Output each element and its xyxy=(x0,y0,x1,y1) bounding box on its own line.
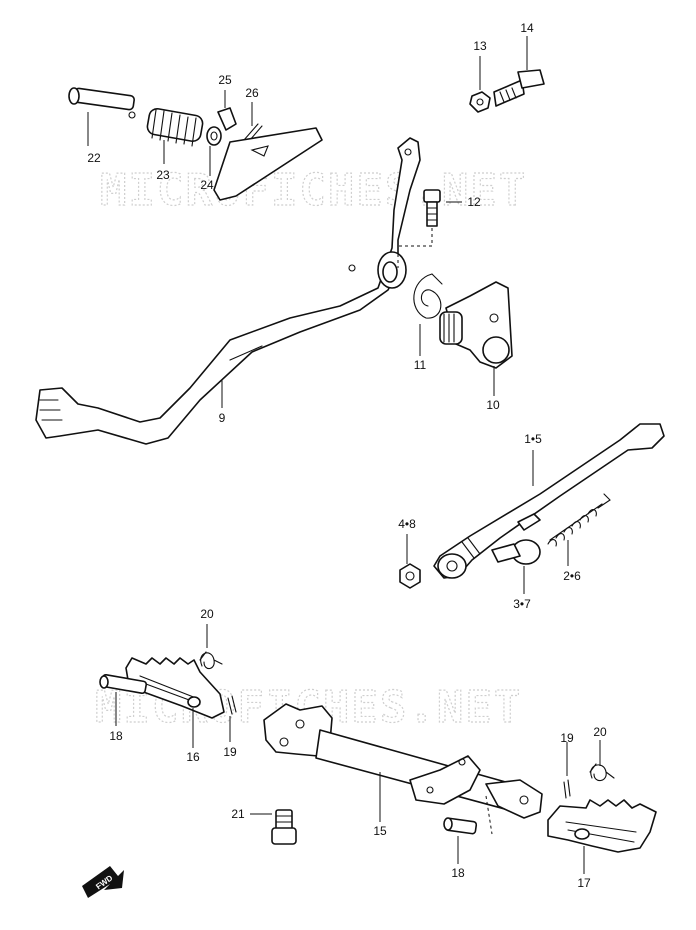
callout-9: 9 xyxy=(219,411,226,425)
washer-24 xyxy=(206,126,222,146)
callout-17: 17 xyxy=(577,876,591,890)
pin-18-left xyxy=(99,673,148,695)
footpeg-17 xyxy=(547,799,657,853)
pin-25 xyxy=(217,107,237,131)
callout-25: 25 xyxy=(218,73,232,87)
side-stand xyxy=(433,423,665,579)
spring-20-left xyxy=(199,651,223,670)
callout-3-7: 3•7 xyxy=(513,597,531,611)
callout-22: 22 xyxy=(87,151,101,165)
cotter-19-left xyxy=(227,695,237,715)
fwd-badge: FWD xyxy=(82,866,124,898)
pin-18-right xyxy=(443,817,478,835)
callout-12: 12 xyxy=(467,195,481,209)
callout-13: 13 xyxy=(473,39,487,53)
nut-13 xyxy=(469,91,491,113)
callout-10: 10 xyxy=(486,398,500,412)
leader-lines xyxy=(87,36,601,874)
pivot-shaft-assembly xyxy=(68,87,323,201)
callout-16: 16 xyxy=(186,750,200,764)
frame-section xyxy=(213,127,323,201)
callout-14: 14 xyxy=(520,21,534,35)
callout-18-left: 18 xyxy=(109,729,123,743)
pivot-bolt-3-7 xyxy=(491,539,541,565)
callout-15: 15 xyxy=(373,824,387,838)
nut-4-8 xyxy=(399,563,421,589)
spring-11 xyxy=(413,273,443,319)
callout-26: 26 xyxy=(245,86,259,100)
callout-21: 21 xyxy=(231,807,245,821)
brake-pedal xyxy=(35,137,421,445)
bolt-12 xyxy=(397,189,441,268)
footpeg-16 xyxy=(125,657,225,719)
callout-1-5: 1•5 xyxy=(524,432,542,446)
bolt-14 xyxy=(493,69,545,107)
spring-20-right xyxy=(589,763,615,782)
cotter-19-right xyxy=(563,779,571,799)
callout-19-left: 19 xyxy=(223,745,237,759)
arm-10 xyxy=(439,281,513,369)
callout-4-8: 4•8 xyxy=(398,517,416,531)
callout-20-right: 20 xyxy=(593,725,607,739)
callout-19-right: 19 xyxy=(560,731,574,745)
callout-23: 23 xyxy=(156,168,170,182)
return-spring-23 xyxy=(146,107,204,147)
watermark-top: MICROFICHES.NET xyxy=(100,165,527,216)
callout-24: 24 xyxy=(200,178,214,192)
bolt-21 xyxy=(271,809,297,845)
callout-labels: 22 23 24 25 26 13 14 12 11 10 9 1•5 2•6 … xyxy=(87,21,607,890)
spring-2-6 xyxy=(547,493,611,547)
callout-18-right: 18 xyxy=(451,866,465,880)
callout-11: 11 xyxy=(414,358,427,372)
callout-20-left: 20 xyxy=(200,607,214,621)
footrest-bracket xyxy=(263,703,543,835)
callout-2-6: 2•6 xyxy=(563,569,581,583)
